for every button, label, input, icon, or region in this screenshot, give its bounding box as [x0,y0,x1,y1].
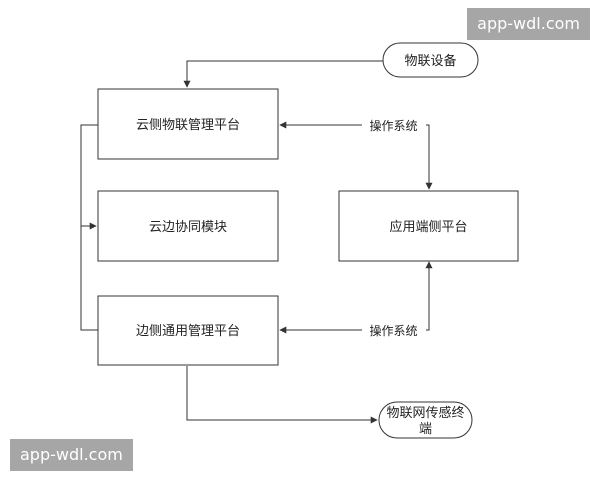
node-edge-platform-label: 边侧通用管理平台 [136,324,240,339]
node-iot-device: 物联设备 [382,42,479,78]
node-iot-device-label: 物联设备 [404,53,456,69]
node-cloud-platform: 云侧物联管理平台 [97,88,279,160]
edge-label-top: 操作系统 [362,117,426,133]
node-cloud-edge-module-label: 云边协同模块 [149,220,227,235]
edge-label-bottom-text: 操作系统 [369,323,417,338]
edge-left-loop [80,124,98,331]
node-app-platform: 应用端侧平台 [338,190,519,262]
edge-label-top-text: 操作系统 [369,118,417,133]
edge-label-bottom: 操作系统 [362,322,426,338]
node-edge-platform: 边侧通用管理平台 [97,295,279,366]
watermark-bottom: app-wdl.com [10,439,133,471]
node-cloud-edge-module: 云边协同模块 [97,190,279,262]
node-sensor-terminal-label-line1: 物联网传感终 [386,405,464,421]
node-cloud-platform-label: 云侧物联管理平台 [136,118,240,133]
watermark-top: app-wdl.com [467,8,590,40]
edge-os-top-right [424,124,433,190]
node-sensor-terminal-label-line2: 端 [419,422,432,437]
edge-platform-to-sensor [186,366,378,424]
node-app-platform-label: 应用端侧平台 [389,219,467,235]
edge-device-to-cloud [183,60,383,88]
node-sensor-terminal: 物联网传感终 端 [378,401,473,439]
edge-os-bottom-right [424,261,433,331]
